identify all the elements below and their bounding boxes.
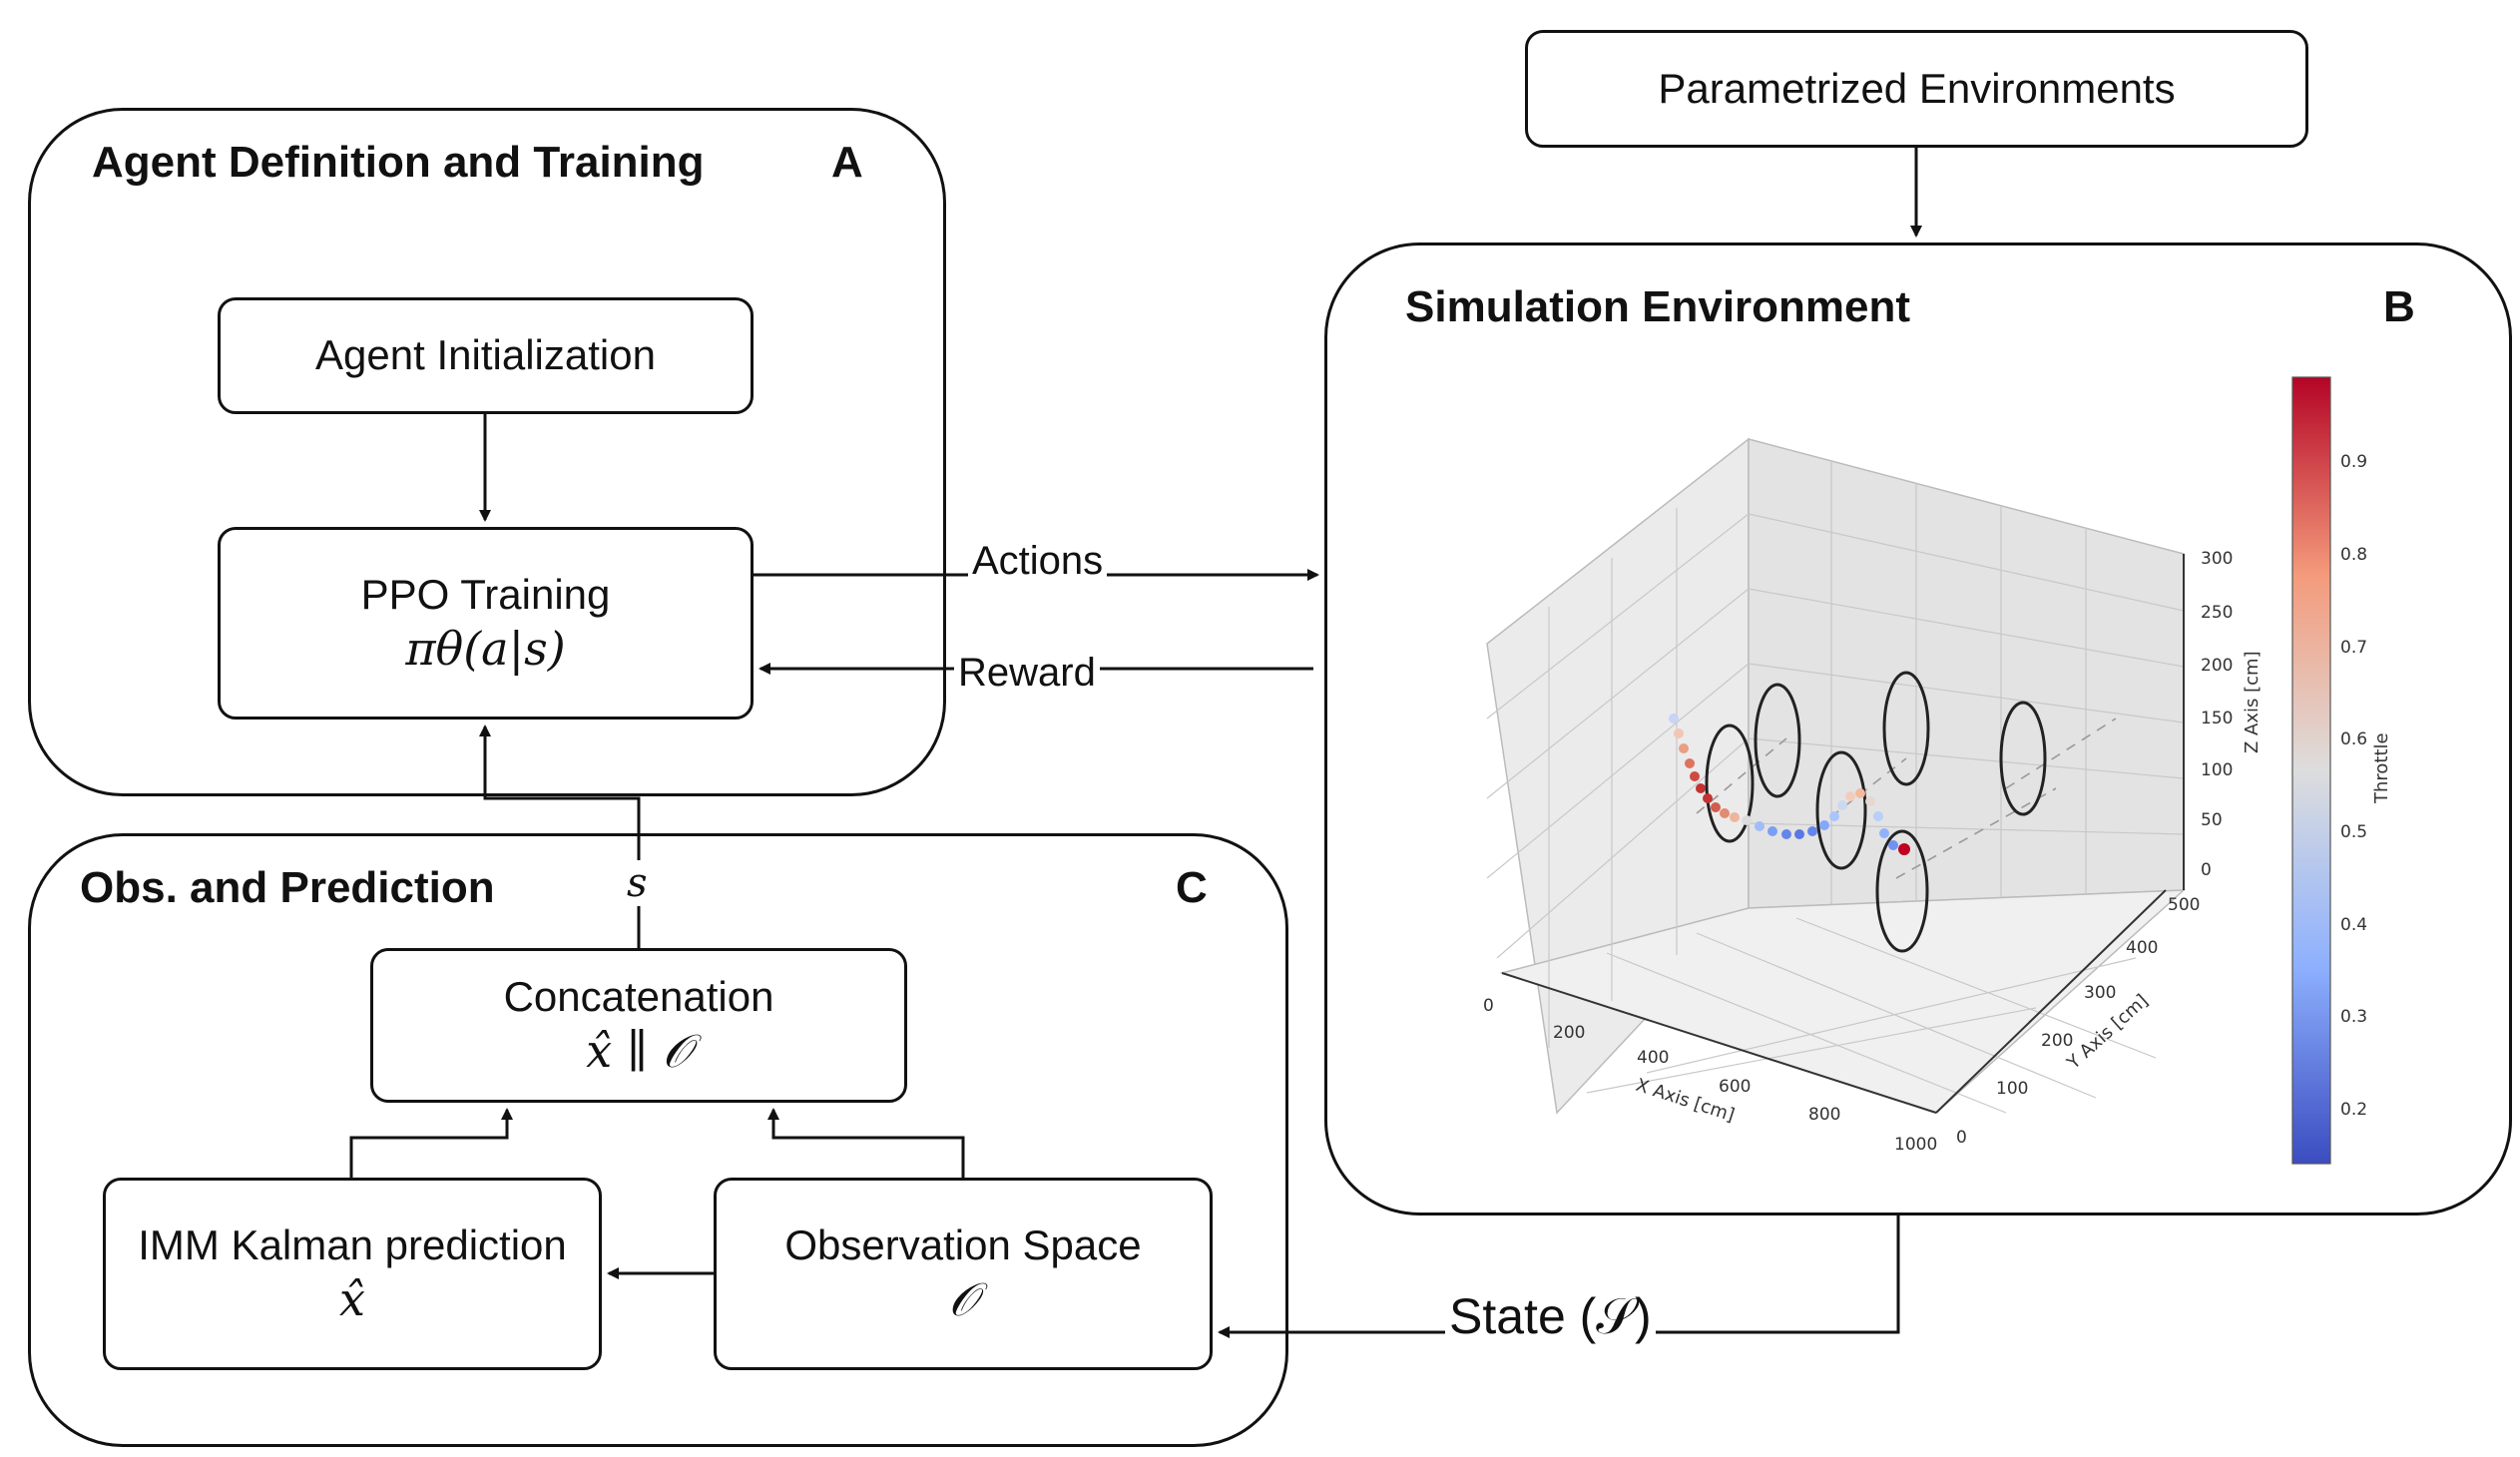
- panel-c-title: Obs. and Prediction: [80, 863, 495, 912]
- z-tick-150: 150: [2201, 709, 2233, 728]
- panel-a-title: Agent Definition and Training: [92, 138, 705, 187]
- edge-s-to-ppo: [479, 725, 641, 948]
- actions-label: Actions: [968, 539, 1108, 584]
- gate-4: [1882, 671, 1930, 786]
- colorbar-label: Throttle: [2371, 732, 2392, 804]
- y-tick-100: 100: [1996, 1079, 2028, 1099]
- plot-pane-back: [1748, 438, 2185, 909]
- panel-a-letter: A: [831, 138, 863, 187]
- cbar-tick-0.6: 0.6: [2340, 729, 2367, 749]
- gate-1: [1705, 724, 1755, 843]
- imm-label: IMM Kalman prediction: [138, 1220, 567, 1268]
- gate-6: [1999, 701, 2047, 816]
- y-tick-400: 400: [2126, 938, 2158, 958]
- z-tick-0: 0: [2201, 860, 2212, 880]
- x-tick-600: 600: [1719, 1077, 1751, 1097]
- reward-label: Reward: [954, 651, 1100, 696]
- obs-space-label: Observation Space: [784, 1220, 1142, 1268]
- edge-imm-to-concat: [349, 1108, 513, 1178]
- gate-2: [1754, 683, 1801, 798]
- obs-space-math: 𝒪: [948, 1272, 978, 1326]
- cbar-tick-0.8: 0.8: [2340, 545, 2367, 565]
- panel-c-letter: C: [1176, 863, 1208, 912]
- plot-axes: [1501, 554, 2185, 1114]
- panel-b-title: Simulation Environment: [1405, 282, 1911, 331]
- colorbar: [2291, 376, 2331, 1165]
- concat-label: Concatenation: [503, 972, 774, 1020]
- y-tick-200: 200: [2041, 1031, 2073, 1051]
- panel-b-letter: B: [2383, 282, 2415, 331]
- plot-x-ticks: 0 200 400 600 800 1000: [1483, 996, 1937, 1155]
- x-tick-800: 800: [1808, 1105, 1840, 1125]
- imm-math: x̂: [339, 1272, 365, 1326]
- cbar-tick-0.2: 0.2: [2340, 1100, 2367, 1120]
- state-label: State (𝒮): [1445, 1287, 1656, 1346]
- y-tick-300: 300: [2084, 983, 2116, 1003]
- plot-gates: [1705, 671, 2047, 953]
- cbar-tick-0.7: 0.7: [2340, 638, 2367, 658]
- observation-space-node: Observation Space 𝒪: [714, 1178, 1213, 1370]
- cbar-tick-0.4: 0.4: [2340, 915, 2367, 935]
- z-axis-label: Z Axis [cm]: [2242, 651, 2263, 753]
- z-tick-200: 200: [2201, 656, 2233, 676]
- z-tick-250: 250: [2201, 603, 2233, 623]
- plot-y-ticks: 0 100 200 300 400 500: [1956, 895, 2200, 1148]
- concat-math: x̂ ∥ 𝒪: [586, 1024, 692, 1078]
- concatenation-node: Concatenation x̂ ∥ 𝒪: [370, 948, 907, 1103]
- ppo-label: PPO Training: [360, 570, 611, 618]
- cbar-tick-0.3: 0.3: [2340, 1007, 2367, 1027]
- imm-kalman-node: IMM Kalman prediction x̂: [103, 1178, 602, 1370]
- y-tick-0: 0: [1956, 1128, 1967, 1148]
- trajectory-3d-plot: 0 200 400 600 800 1000 0 100 200 300 400…: [1483, 376, 2392, 1165]
- z-tick-50: 50: [2201, 810, 2223, 830]
- plot-trajectory: [1669, 714, 1910, 855]
- x-tick-400: 400: [1637, 1048, 1669, 1068]
- trajectory-current-point: [1898, 843, 1910, 855]
- cbar-tick-0.5: 0.5: [2340, 822, 2367, 842]
- s-label: s: [623, 860, 652, 906]
- x-tick-200: 200: [1553, 1023, 1585, 1043]
- ppo-training-node: PPO Training πθ(a|s): [218, 527, 754, 720]
- x-tick-1000: 1000: [1894, 1135, 1937, 1155]
- z-tick-300: 300: [2201, 549, 2233, 569]
- y-tick-500: 500: [2168, 895, 2200, 915]
- agent-init-label: Agent Initialization: [315, 331, 656, 379]
- gate-5: [1875, 829, 1929, 953]
- gate-3: [1815, 750, 1867, 870]
- plot-gridlines: [1486, 461, 2185, 1114]
- x-tick-0: 0: [1483, 996, 1494, 1016]
- colorbar-ticks: 0.9 0.8 0.7 0.6 0.5 0.4 0.3 0.2: [2340, 452, 2367, 1120]
- edge-obs-to-concat: [767, 1108, 965, 1178]
- z-tick-100: 100: [2201, 760, 2233, 780]
- cbar-tick-0.9: 0.9: [2340, 452, 2367, 472]
- parametrized-environments-node: Parametrized Environments: [1525, 30, 2308, 148]
- agent-initialization-node: Agent Initialization: [218, 297, 754, 414]
- param-env-label: Parametrized Environments: [1658, 64, 2176, 112]
- plot-z-ticks: 0 50 100 150 200 250 300: [2201, 549, 2233, 880]
- ppo-policy-math: πθ(a|s): [405, 622, 566, 676]
